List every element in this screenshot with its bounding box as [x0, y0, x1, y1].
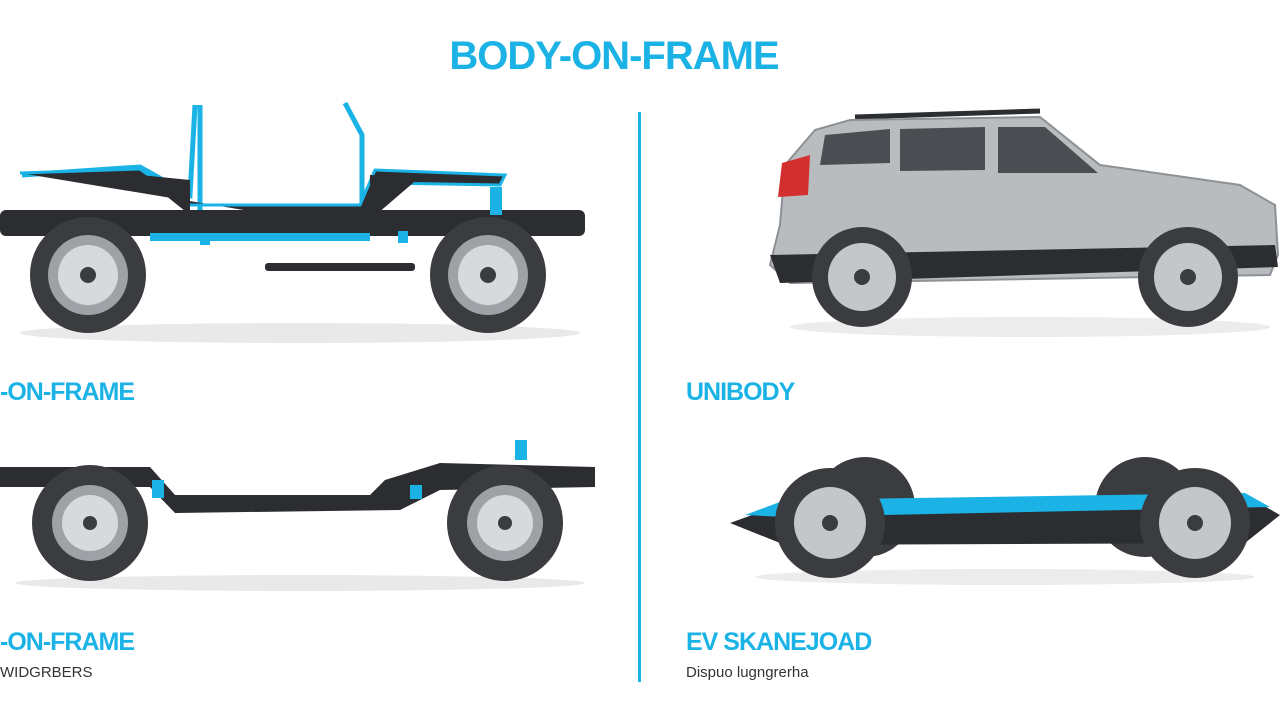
center-divider: [638, 112, 641, 682]
diagram-title: BODY-ON-FRAME: [449, 34, 779, 78]
bottom-left-caption: WIDGRBERS: [0, 664, 93, 681]
top-left-label: -ON-FRAME: [0, 378, 135, 406]
top-right-label: UNIBODY: [686, 378, 795, 406]
body-on-frame-chassis-illustration: [0, 101, 585, 343]
ev-skateboard-illustration: [730, 457, 1280, 585]
bottom-right-label: EV SKANEJOAD: [686, 628, 872, 656]
ladder-chassis-illustration: [0, 440, 595, 591]
unibody-suv-illustration: [768, 108, 1280, 337]
bottom-left-label: -ON-FRAME: [0, 628, 135, 656]
bottom-right-caption: Dispuo lugngrerha: [686, 664, 809, 681]
